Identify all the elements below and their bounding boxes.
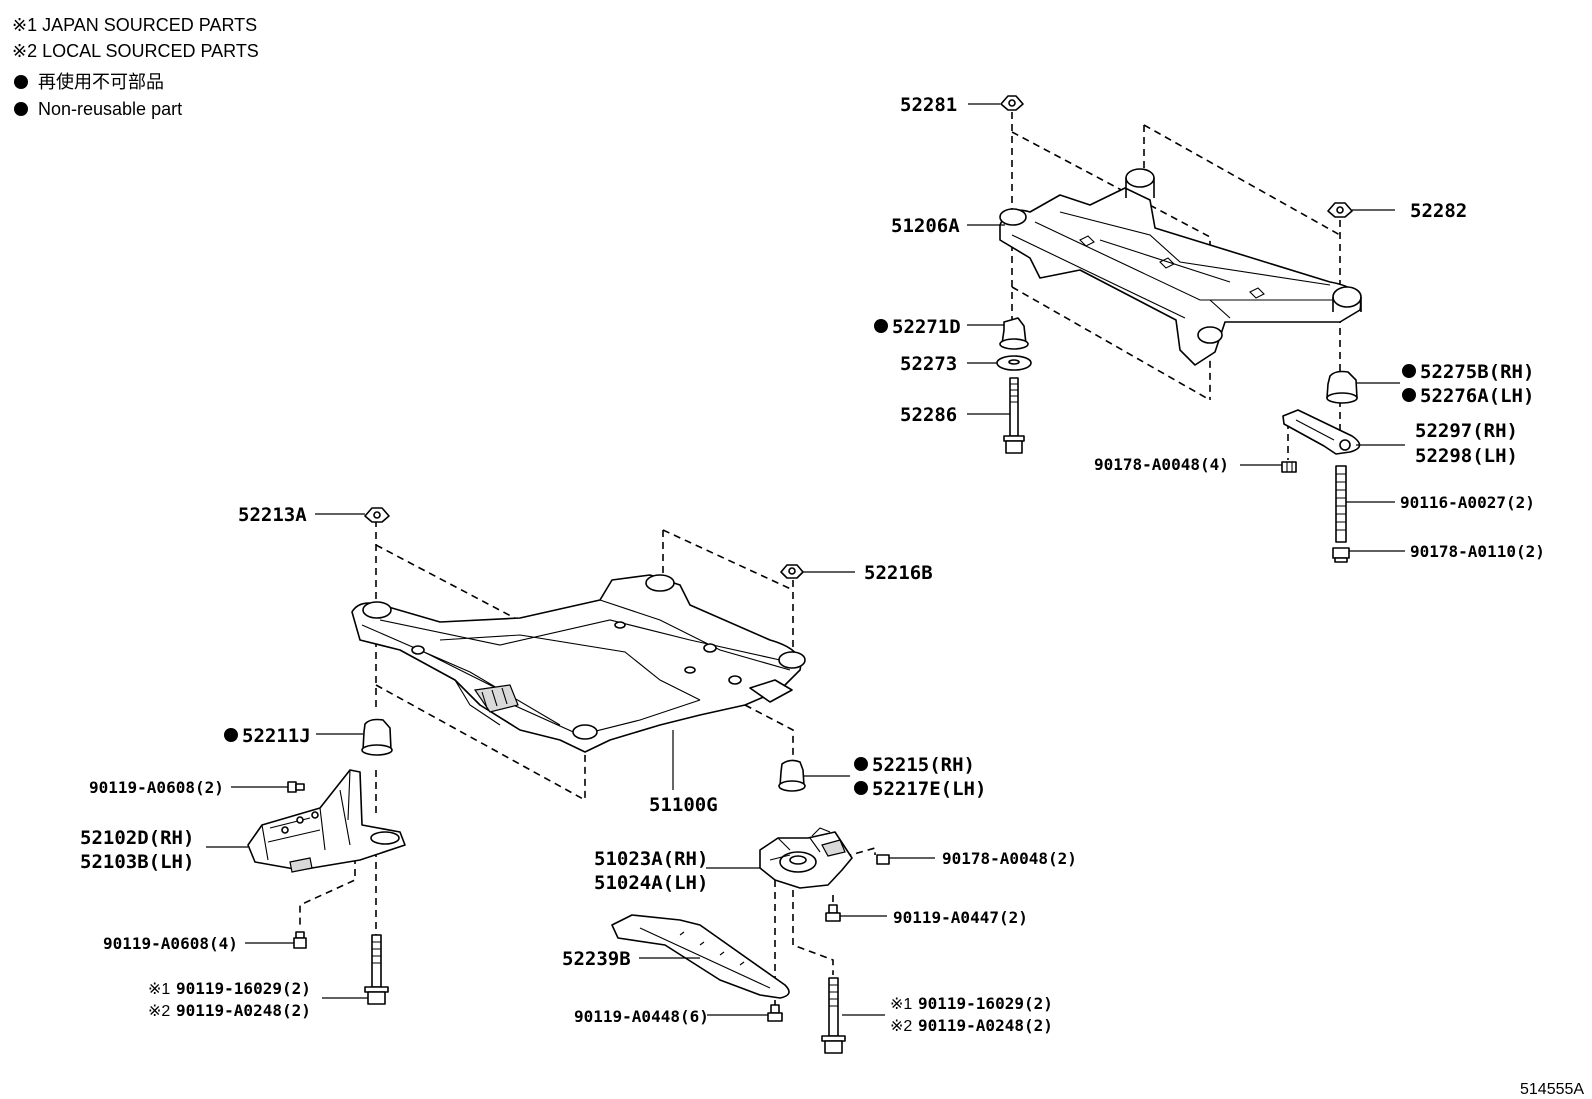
nut-90178-A0048-rear: [1281, 461, 1297, 473]
alignment-line: [1011, 131, 1211, 400]
stopper-52281: [1000, 95, 1024, 111]
bushing-52275B: [1326, 370, 1358, 404]
bushing-52271D: [999, 317, 1029, 350]
bushing-52211J: [361, 718, 393, 756]
non-reusable-dot-icon: [874, 319, 888, 333]
non-reusable-dot-icon: [224, 728, 238, 742]
alignment-line: [662, 529, 794, 591]
label-90119-A0608-2: 90119-A0608(2): [89, 778, 224, 797]
label-52216B: 52216B: [864, 562, 933, 584]
bolt-90119-A0448: [767, 1004, 783, 1022]
rear-suspension-member-51206A: [999, 168, 1362, 366]
non-reusable-dot-icon: [1402, 364, 1416, 378]
label-90178-A0110: 90178-A0110(2): [1410, 542, 1545, 561]
bolt-90119-A0608-2: [287, 781, 305, 793]
label-52281: 52281: [900, 94, 957, 116]
non-reusable-dot-icon: [854, 781, 868, 795]
label-52275B: 52275B(RH): [1420, 361, 1534, 383]
stud-90116-A0027: [1335, 465, 1347, 543]
front-suspension-member-51100G: [351, 574, 806, 753]
plate-52297: [1282, 409, 1361, 455]
label-90119-A0248-left: 90119-A0248(2): [176, 1001, 311, 1020]
stopper-52213A: [364, 507, 390, 523]
label-52102D: 52102D(RH): [80, 827, 194, 849]
bolt-90119-16029-left: [364, 934, 389, 1005]
label-90116-A0027: 90116-A0027(2): [1400, 493, 1535, 512]
rear-member-group: 52281 51206A 52282 52271D 52273 52286 52…: [874, 94, 1545, 563]
label-90178-A0048-4: 90178-A0048(4): [1094, 455, 1229, 474]
bolt-90119-16029-right: [821, 977, 846, 1054]
label-51024A: 51024A(LH): [594, 872, 708, 894]
bracket-52102D: [247, 769, 406, 873]
stopper-52216B: [780, 564, 804, 579]
alignment-line: [1011, 286, 1211, 401]
bolt-52286: [1003, 377, 1025, 454]
bolt-90119-A0447: [825, 904, 841, 922]
label-japan-mark: ※1: [890, 996, 912, 1013]
label-52211J: 52211J: [242, 725, 311, 747]
non-reusable-dot-icon: [14, 102, 28, 116]
legend-local-sourced: ※2 LOCAL SOURCED PARTS: [12, 41, 259, 61]
label-52298: 52298(LH): [1415, 445, 1518, 467]
label-90119-16029-right: 90119-16029(2): [918, 994, 1053, 1013]
non-reusable-dot-icon: [1402, 388, 1416, 402]
front-member-group: 52213A 52216B 52211J 90119-A0608(2) 5210…: [80, 504, 1077, 1054]
label-52271D: 52271D: [892, 316, 961, 338]
label-52103B: 52103B(LH): [80, 851, 194, 873]
non-reusable-dot-icon: [14, 75, 28, 89]
label-52239B: 52239B: [562, 948, 631, 970]
brace-52239B: [611, 914, 790, 999]
label-52215: 52215(RH): [872, 754, 975, 776]
legend-japan-sourced: ※1 JAPAN SOURCED PARTS: [12, 15, 257, 35]
label-90119-A0248-right: 90119-A0248(2): [918, 1016, 1053, 1035]
alignment-line: [299, 845, 356, 925]
label-90119-A0608-4: 90119-A0608(4): [103, 934, 238, 953]
nut-90178-A0110: [1332, 547, 1350, 563]
label-52273: 52273: [900, 353, 957, 375]
drawing-reference: 514555A: [1520, 1081, 1584, 1098]
label-52217E: 52217E(LH): [872, 778, 986, 800]
non-reusable-dot-icon: [854, 757, 868, 771]
label-local-mark: ※2: [890, 1018, 912, 1035]
legend-non-reusable-jp: 再使用不可部品: [38, 72, 164, 92]
alignment-line: [375, 544, 586, 800]
legend-non-reusable-en: Non-reusable part: [38, 99, 182, 119]
label-local-mark: ※2: [148, 1003, 170, 1020]
label-51100G: 51100G: [649, 794, 718, 816]
legend: ※1 JAPAN SOURCED PARTS ※2 LOCAL SOURCED …: [12, 15, 259, 119]
alignment-line: [375, 684, 586, 801]
bolt-90119-A0608-4: [293, 931, 307, 949]
label-japan-mark: ※1: [148, 981, 170, 998]
stopper-52282: [1327, 202, 1353, 218]
label-52286: 52286: [900, 404, 957, 426]
label-90119-A0447: 90119-A0447(2): [893, 908, 1028, 927]
engine-mount-51023A: [759, 827, 853, 889]
label-52282: 52282: [1410, 200, 1467, 222]
label-90178-A0048-2: 90178-A0048(2): [942, 849, 1077, 868]
bushing-52215: [778, 759, 806, 792]
label-52297: 52297(RH): [1415, 420, 1518, 442]
label-52276A: 52276A(LH): [1420, 385, 1534, 407]
alignment-line: [792, 890, 834, 975]
label-51206A: 51206A: [891, 215, 960, 237]
alignment-line: [1143, 124, 1341, 236]
nut-90178-A0048-front: [876, 854, 890, 865]
washer-52273: [996, 355, 1032, 371]
alignment-line: [744, 704, 794, 760]
label-90119-16029-left: 90119-16029(2): [176, 979, 311, 998]
label-51023A: 51023A(RH): [594, 848, 708, 870]
label-52213A: 52213A: [238, 504, 307, 526]
label-90119-A0448: 90119-A0448(6): [574, 1007, 709, 1026]
